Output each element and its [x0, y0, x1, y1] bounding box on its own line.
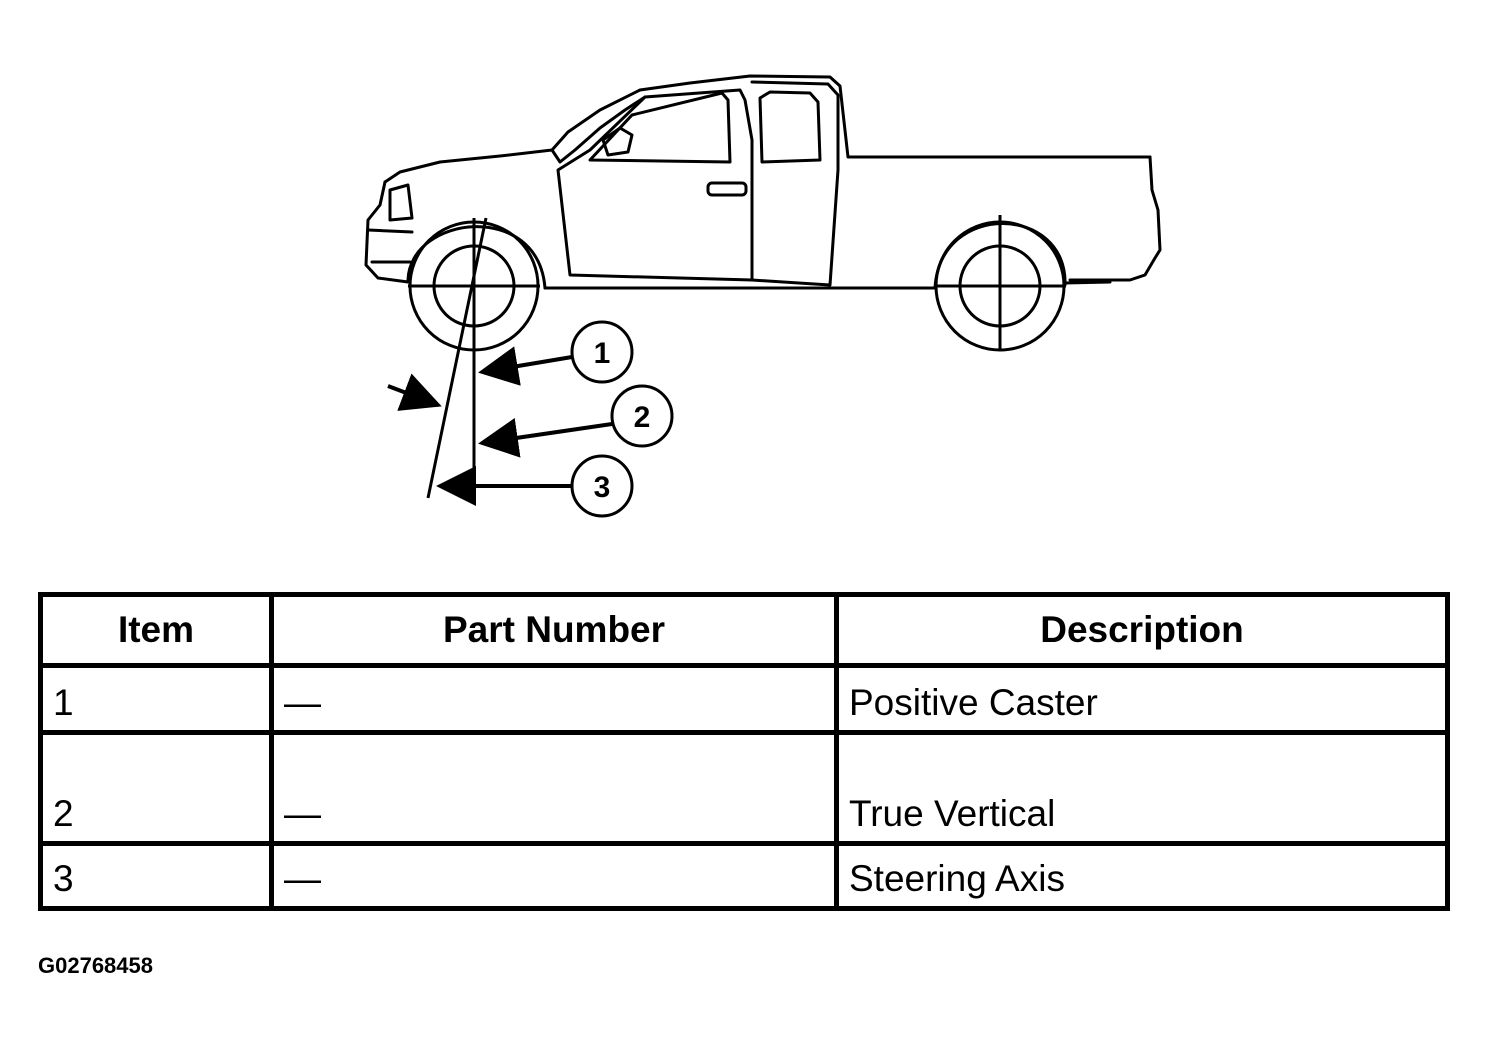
header-part-number: Part Number [269, 592, 839, 668]
callout-1-label: 1 [594, 337, 611, 370]
pickup-truck-drawing [364, 74, 1162, 290]
table-row: 2 — True Vertical [38, 730, 1450, 846]
cell-part-number: — [269, 730, 839, 846]
figure-code: G02768458 [38, 953, 153, 978]
cell-item: 3 [38, 841, 274, 911]
cell-item: 1 [38, 663, 274, 735]
callout-2: 2 [610, 384, 674, 448]
callout-1: 1 [570, 320, 634, 384]
callout-leaders [387, 346, 613, 506]
cell-description: Positive Caster [834, 663, 1450, 735]
rear-wheel [934, 215, 1066, 352]
header-item: Item [38, 592, 274, 668]
cell-item: 2 [38, 730, 274, 846]
cell-description: True Vertical [834, 730, 1450, 846]
header-description: Description [834, 592, 1450, 668]
steering-axis-line [426, 217, 488, 499]
truck-caster-illustration: 1 2 3 [364, 74, 1162, 518]
table-row: 3 — Steering Axis [38, 841, 1450, 911]
cell-part-number: — [269, 841, 839, 911]
callout-3: 3 [570, 454, 634, 518]
cell-part-number: — [269, 663, 839, 735]
callout-2-label: 2 [634, 401, 651, 434]
parts-legend-table: Item Part Number Description 1 — Positiv… [38, 592, 1450, 911]
table-row: 1 — Positive Caster [38, 663, 1450, 735]
cell-description: Steering Axis [834, 841, 1450, 911]
callout-3-label: 3 [594, 471, 611, 504]
table-header-row: Item Part Number Description [38, 592, 1450, 668]
